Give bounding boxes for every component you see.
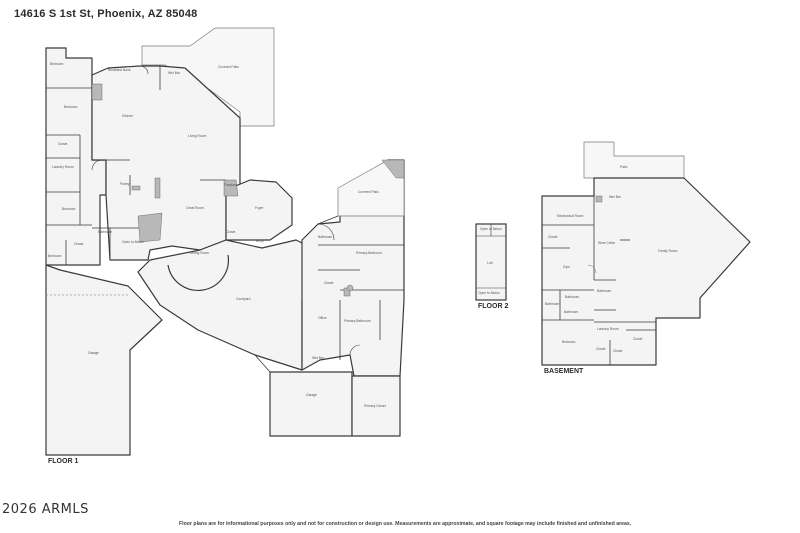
svg-text:Loft: Loft: [487, 261, 493, 265]
svg-text:Bathroom: Bathroom: [564, 310, 579, 314]
basement-interior-walls: [542, 196, 656, 365]
svg-text:Primary Bathroom: Primary Bathroom: [344, 319, 371, 323]
svg-text:Bedroom: Bedroom: [48, 254, 62, 258]
svg-text:Fireplace: Fireplace: [224, 183, 238, 187]
svg-text:Bathroom: Bathroom: [565, 295, 580, 299]
svg-text:Garage: Garage: [88, 351, 99, 355]
garage-bottom: [269, 371, 353, 437]
svg-text:Laundry Room: Laundry Room: [597, 327, 619, 331]
svg-text:Closet: Closet: [74, 242, 83, 246]
svg-text:Mechanical Room: Mechanical Room: [557, 214, 584, 218]
dining-room-curve: [167, 254, 230, 291]
svg-text:Open to Below: Open to Below: [122, 240, 144, 244]
svg-text:Open to Below: Open to Below: [478, 291, 500, 295]
floor-2-plan: Open to Below Loft Open to Below: [475, 223, 507, 301]
svg-text:Covered Patio: Covered Patio: [218, 65, 239, 69]
svg-text:Closet: Closet: [633, 337, 642, 341]
svg-text:Bedroom: Bedroom: [50, 62, 64, 66]
basement-patio: [583, 141, 685, 179]
basement-fixtures: [587, 195, 603, 274]
svg-text:Closet: Closet: [58, 142, 67, 146]
svg-text:Living Room: Living Room: [188, 134, 207, 138]
svg-text:Closet: Closet: [324, 281, 333, 285]
floor-1-fixtures: [91, 83, 405, 297]
svg-text:Primary Closet: Primary Closet: [364, 404, 386, 408]
floor-1-label: FLOOR 1: [48, 458, 79, 465]
svg-text:Bathroom: Bathroom: [318, 235, 333, 239]
svg-text:Wet Bar: Wet Bar: [312, 356, 325, 360]
svg-text:Wet Bar: Wet Bar: [609, 195, 622, 199]
svg-text:Closet: Closet: [613, 349, 622, 353]
svg-text:Family Room: Family Room: [658, 249, 678, 253]
property-address: 14616 S 1st St, Phoenix, AZ 85048: [14, 8, 198, 20]
svg-text:Courtyard: Courtyard: [236, 297, 251, 301]
floor-1-interior-walls: [46, 66, 404, 373]
svg-text:Gym: Gym: [563, 265, 570, 269]
basement-main: [541, 177, 751, 366]
foyer-area: [225, 179, 293, 241]
floor-1-room-labels: Bedroom Breakfast Nook Wet Bar Covered P…: [48, 62, 386, 408]
svg-text:Foyer: Foyer: [255, 206, 264, 210]
svg-text:Wine Cellar: Wine Cellar: [598, 241, 616, 245]
basement-plan: [541, 141, 751, 366]
floor-1-door-swings: [91, 65, 361, 356]
svg-text:Primary Bedroom: Primary Bedroom: [356, 251, 382, 255]
svg-text:Wet Bar: Wet Bar: [168, 71, 181, 75]
copyright-watermark: 2026 ARMLS: [2, 502, 89, 517]
basement-label: BASEMENT: [544, 368, 584, 375]
svg-text:Kitchen: Kitchen: [122, 114, 133, 118]
floor-2-label: FLOOR 2: [478, 303, 509, 310]
svg-text:Office: Office: [318, 316, 327, 320]
disclaimer-text: Floor plans are for informational purpos…: [179, 521, 632, 527]
svg-text:Bedroom: Bedroom: [64, 105, 78, 109]
floor-1-plan: [45, 27, 405, 456]
svg-text:Entry: Entry: [256, 239, 264, 243]
svg-text:Closet: Closet: [548, 235, 557, 239]
svg-text:Great Room: Great Room: [186, 206, 204, 210]
svg-text:Patio: Patio: [620, 165, 628, 169]
garage-left: [45, 264, 163, 456]
svg-text:Bathroom: Bathroom: [98, 230, 113, 234]
primary-closet: [351, 375, 401, 437]
svg-text:Laundry Room: Laundry Room: [52, 165, 74, 169]
svg-text:Bathroom: Bathroom: [597, 289, 612, 293]
basement-room-labels: Patio Wet Bar Mechanical Room Closet Win…: [545, 165, 678, 353]
covered-patio-right: [337, 159, 405, 217]
svg-text:Pantry: Pantry: [120, 182, 130, 186]
svg-text:Covered Patio: Covered Patio: [358, 190, 379, 194]
svg-text:Dining Room: Dining Room: [190, 251, 209, 255]
svg-text:Bedroom: Bedroom: [562, 340, 576, 344]
svg-text:Bathroom: Bathroom: [545, 302, 560, 306]
svg-text:Breakfast Nook: Breakfast Nook: [108, 68, 131, 72]
svg-text:Open to Below: Open to Below: [480, 227, 502, 231]
svg-text:Garage: Garage: [306, 393, 317, 397]
svg-text:Bedroom: Bedroom: [62, 207, 76, 211]
svg-text:Closet: Closet: [226, 230, 235, 234]
svg-text:Closet: Closet: [596, 347, 605, 351]
